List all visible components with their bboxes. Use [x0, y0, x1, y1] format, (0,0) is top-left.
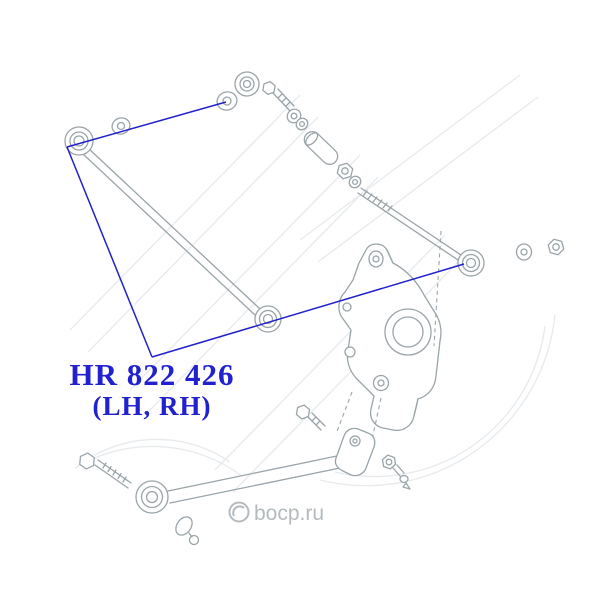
lower-arm — [135, 427, 376, 514]
nut-right — [547, 238, 565, 256]
watermark-logo-icon — [228, 501, 250, 523]
top-bolt — [262, 80, 295, 112]
bolt-mid — [295, 404, 326, 431]
grommet-small — [175, 516, 200, 546]
part-number-label: HR 822 426 — [70, 357, 235, 392]
ball-stud-bolt — [381, 454, 411, 490]
spacer-sleeve — [303, 131, 339, 165]
adjust-rod — [357, 187, 485, 277]
background-watermark-pattern — [69, 74, 556, 493]
washer-top-3 — [348, 175, 362, 189]
bushing-top — [234, 71, 260, 97]
part-variant-label: (LH, RH) — [93, 391, 212, 421]
lower-arm-bushing — [135, 480, 169, 514]
watermark-site-text: bocp.ru — [254, 502, 324, 525]
flange-nut — [336, 162, 354, 180]
mount-bolt-lower-left — [79, 452, 132, 489]
knuckle — [338, 243, 442, 432]
washer-large-front — [216, 91, 238, 111]
washer-top-2 — [295, 117, 309, 131]
callout-leader-lines — [66, 101, 465, 358]
lower-arm-clevis — [334, 427, 376, 477]
site-watermark: bocp.ru — [228, 501, 324, 525]
upper-lateral-rod — [64, 126, 282, 333]
adjust-rod-bushing — [457, 249, 485, 277]
washer-right — [515, 243, 533, 261]
